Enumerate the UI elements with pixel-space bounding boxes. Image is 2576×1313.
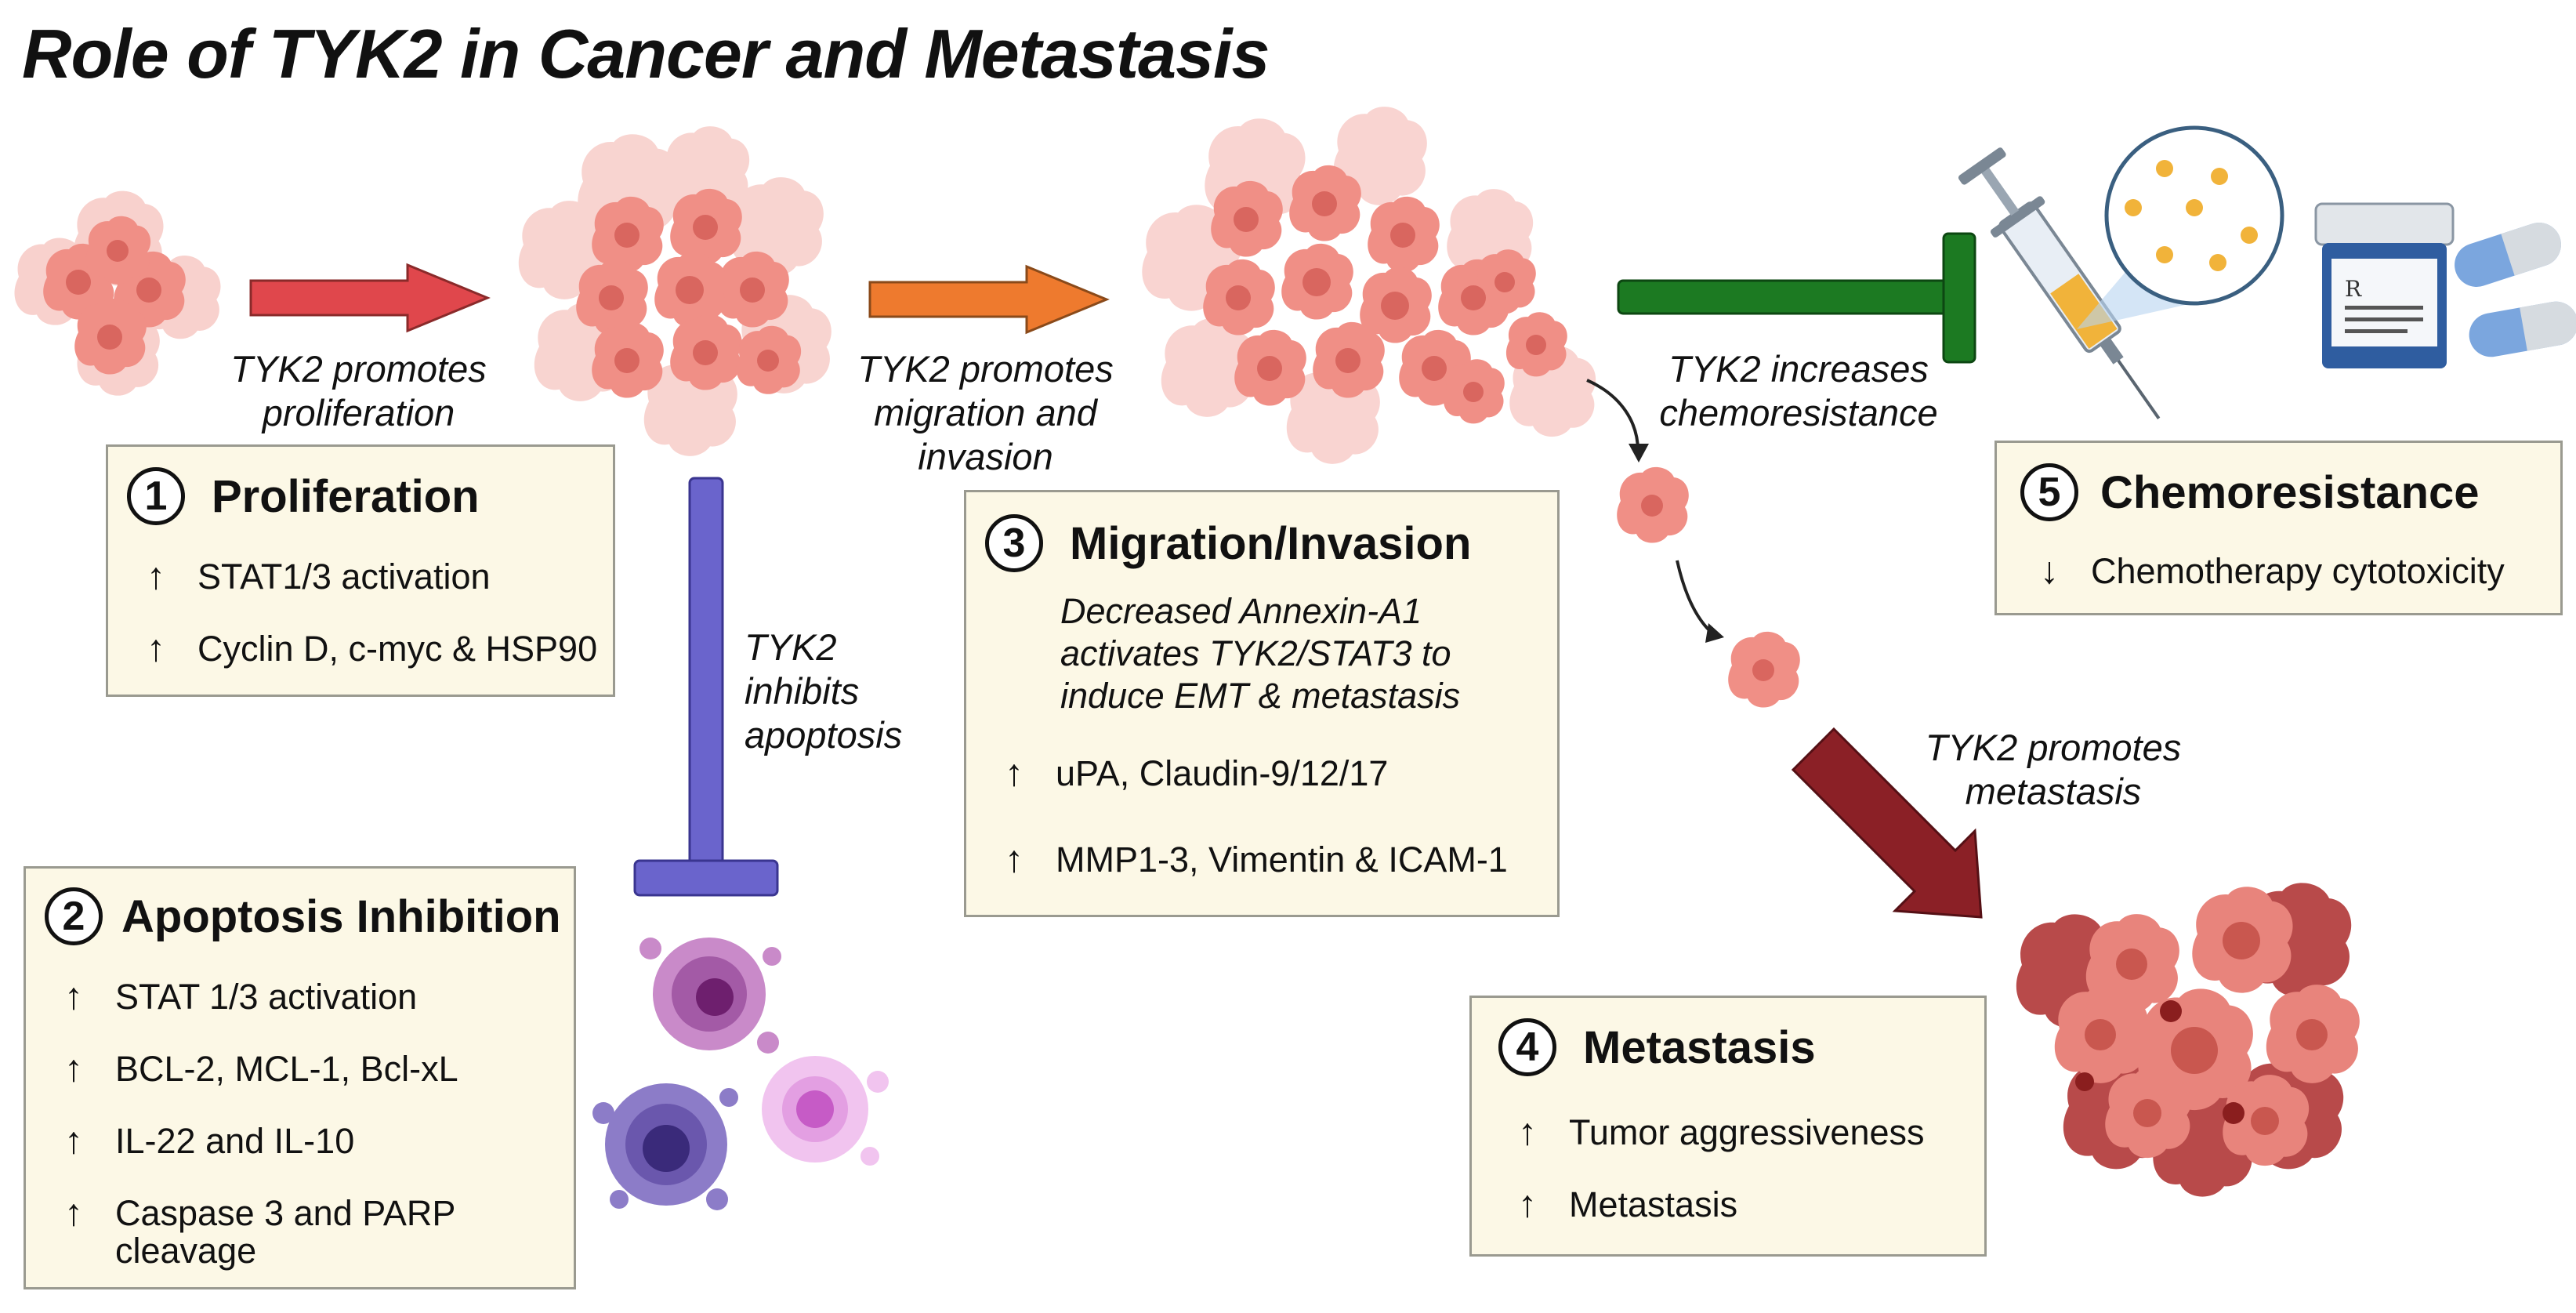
syringe-icon (1958, 125, 2284, 419)
step-number: 2 (45, 887, 103, 945)
tumor-cluster-icon (518, 126, 831, 456)
up-arrow-icon: ↑ (1005, 839, 1024, 880)
metastasis-arrow (1791, 727, 1983, 919)
list-item: ↑ Tumor aggressiveness (1516, 1114, 1970, 1152)
box-heading: Migration/Invasion (1070, 517, 1472, 569)
migration-caption: TYK2 promotes migration and invasion (857, 348, 1114, 477)
proliferation-caption: TYK2 promotes proliferation (230, 348, 487, 433)
up-arrow-icon: ↑ (1005, 753, 1024, 794)
step-number: 5 (2020, 463, 2078, 521)
circulating-tumor-cell-icon (1586, 379, 1800, 708)
list-item: ↑ Caspase 3 and PARP cleavage (62, 1195, 469, 1270)
box-heading: Chemoresistance (2100, 466, 2480, 518)
chemoresistance-inhibitor (1617, 232, 1976, 364)
up-arrow-icon: ↑ (147, 628, 165, 669)
list-item: ↑ IL-22 and IL-10 (62, 1123, 563, 1160)
list-item: ↑ MMP1-3, Vimentin & ICAM-1 (1002, 841, 1535, 879)
list-item: ↑ STAT1/3 activation (144, 558, 599, 596)
chemoresistance-caption: TYK2 increases chemoresistance (1659, 348, 1938, 433)
up-arrow-icon: ↑ (1518, 1112, 1537, 1153)
migration-arrow (868, 264, 1110, 335)
proliferation-arrow (249, 263, 491, 333)
migration-box: 3 Migration/Invasion Decreased Annexin-A… (964, 490, 1560, 917)
box-heading: Apoptosis Inhibition (121, 890, 561, 942)
list-item: ↑ STAT 1/3 activation (62, 978, 563, 1016)
pill-bottle-icon: R (2314, 202, 2576, 368)
list-item: ↑ Metastasis (1516, 1186, 1970, 1224)
up-arrow-icon: ↑ (147, 556, 165, 597)
apoptosis-caption: TYK2 inhibits apoptosis (745, 626, 903, 756)
proliferation-box: 1 Proliferation ↑ STAT1/3 activation ↑ C… (106, 444, 615, 697)
up-arrow-icon: ↑ (64, 1120, 83, 1162)
metastasis-box: 4 Metastasis ↑ Tumor aggressiveness ↑ Me… (1469, 996, 1987, 1257)
metastatic-tumor-icon (2016, 883, 2360, 1197)
down-arrow-icon: ↓ (2040, 550, 2059, 592)
apoptosis-box: 2 Apoptosis Inhibition ↑ STAT 1/3 activa… (24, 866, 576, 1289)
step-number: 4 (1498, 1018, 1556, 1076)
step-number: 1 (127, 467, 185, 525)
svg-text:R: R (2345, 276, 2362, 302)
list-item: ↑ Cyclin D, c-myc & HSP90 (144, 630, 599, 668)
up-arrow-icon: ↑ (64, 976, 83, 1017)
tumor-mass-icon (1142, 107, 1596, 464)
list-item: ↑ BCL-2, MCL-1, Bcl-xL (62, 1050, 563, 1088)
metastasis-caption: TYK2 promotes metastasis (1925, 727, 2182, 812)
apoptotic-cells-icon (592, 938, 889, 1210)
page-title: Role of TYK2 in Cancer and Metastasis (22, 15, 1270, 92)
box-heading: Proliferation (212, 470, 480, 522)
cell-cluster-icon (14, 190, 221, 396)
list-item: ↓ Chemotherapy cytotoxicity (2038, 553, 2555, 590)
box-note: Decreased Annexin-A1 activates TYK2/STAT… (1060, 591, 1461, 716)
chemoresistance-box: 5 Chemoresistance ↓ Chemotherapy cytotox… (1994, 441, 2563, 615)
up-arrow-icon: ↑ (1518, 1184, 1537, 1225)
step-number: 3 (985, 514, 1043, 572)
up-arrow-icon: ↑ (64, 1048, 83, 1090)
list-item: ↑ uPA, Claudin-9/12/17 (1002, 755, 1535, 793)
box-heading: Metastasis (1583, 1021, 1816, 1073)
apoptosis-inhibitor (633, 477, 779, 897)
up-arrow-icon: ↑ (64, 1192, 83, 1234)
